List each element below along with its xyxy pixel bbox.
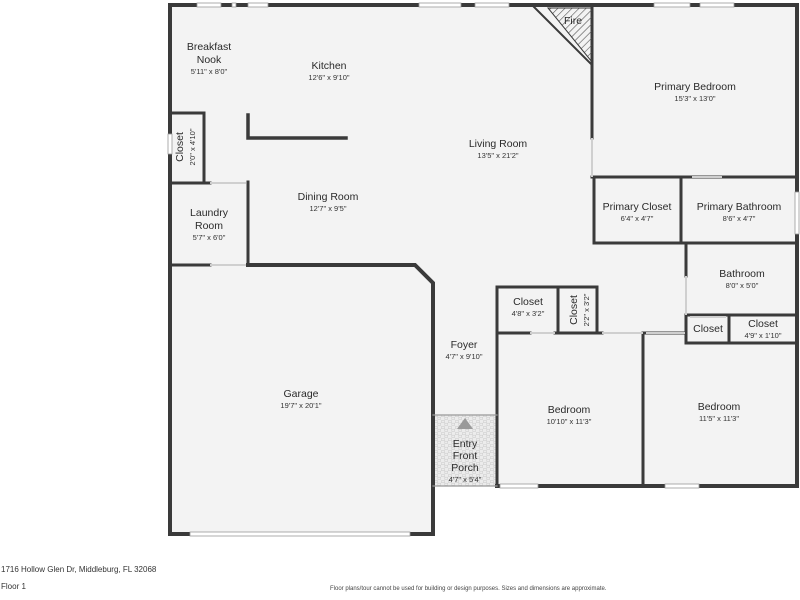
primary-closet-dims: 6'4" x 4'7" — [621, 214, 654, 223]
primary-bedroom-dims: 15'3" x 13'0" — [674, 94, 715, 103]
window — [474, 2, 510, 8]
primary-bedroom-name: Primary Bedroom — [654, 81, 736, 93]
disclaimer-text: Floor plans/tour cannot be used for buil… — [330, 586, 607, 592]
porch-dims: 4'7" x 5'4" — [449, 475, 482, 484]
window — [167, 133, 173, 155]
dining-room-dims: 12'7" x 9'5" — [310, 204, 347, 213]
window — [196, 2, 222, 8]
breakfast-nook-name: Breakfast — [187, 41, 231, 53]
foyer-name: Foyer — [451, 339, 478, 351]
closet-a-dims: 4'8" x 3'2" — [512, 309, 545, 318]
bathroom-name: Bathroom — [719, 268, 765, 280]
window — [247, 2, 269, 8]
bedroom-2-dims: 11'5" x 11'3" — [699, 414, 739, 423]
breakfast-nook-dims: 5'11" x 8'0" — [191, 67, 228, 76]
window — [189, 531, 411, 537]
primary-bathroom-name: Primary Bathroom — [697, 201, 782, 213]
window — [499, 483, 539, 489]
garage-wall-right — [246, 263, 435, 536]
kitchen-counter — [246, 113, 348, 140]
room-labels: Breakfast Nook 5'11" x 8'0" Kitchen 12'6… — [174, 15, 782, 484]
bedroom-1-name: Bedroom — [548, 404, 591, 416]
foyer-dims: 4'7" x 9'10" — [446, 352, 483, 361]
window — [231, 2, 237, 8]
closet-left-dims: 2'0" x 4'10" — [188, 128, 197, 165]
closet-b-name: Closet — [568, 295, 580, 325]
window — [653, 2, 691, 8]
closet-d-name: Closet — [748, 318, 778, 330]
fireplace — [546, 7, 593, 64]
openings — [210, 138, 726, 334]
kitchen-dims: 12'6" x 9'10" — [308, 73, 349, 82]
porch-name: Front — [453, 450, 478, 462]
garage-dims: 19'7" x 20'1" — [280, 401, 321, 410]
windows — [167, 2, 800, 537]
bedroom-1-dims: 10'10" x 11'3" — [547, 417, 592, 426]
closet-d-dims: 4'9" x 1'10" — [745, 331, 782, 340]
closet-left-name: Closet — [174, 132, 186, 162]
fire-label: Fire — [564, 15, 582, 27]
primary-bathroom-dims: 8'6" x 4'7" — [723, 214, 756, 223]
property-address: 1716 Hollow Glen Dr, Middleburg, FL 3206… — [1, 565, 157, 574]
laundry-room-name: Room — [195, 220, 223, 232]
laundry-room-name: Laundry — [190, 207, 229, 219]
dining-room-name: Dining Room — [298, 191, 359, 203]
window — [418, 2, 462, 8]
window — [664, 483, 700, 489]
laundry-room-dims: 5'7" x 6'0" — [193, 233, 226, 242]
window — [699, 2, 735, 8]
closet-left-wall — [170, 111, 206, 185]
closet-c-name: Closet — [693, 323, 723, 335]
window — [794, 191, 800, 235]
porch-name: Entry — [453, 438, 478, 450]
bedroom-2-name: Bedroom — [698, 401, 741, 413]
fireplace-wall — [530, 3, 594, 67]
closet-b-dims: 2'2" x 3'2" — [582, 293, 591, 326]
entry-arrow-icon — [457, 418, 473, 429]
breakfast-nook-name: Nook — [197, 54, 222, 66]
living-room-name: Living Room — [469, 138, 528, 150]
bathroom-dims: 8'0" x 5'0" — [726, 281, 759, 290]
floor-label: Floor 1 — [1, 582, 26, 591]
primary-closet-name: Primary Closet — [603, 201, 672, 213]
living-room-dims: 13'5" x 21'2" — [477, 151, 518, 160]
garage-name: Garage — [283, 388, 318, 400]
closet-a-name: Closet — [513, 296, 543, 308]
kitchen-name: Kitchen — [311, 60, 346, 72]
porch-name: Porch — [451, 462, 479, 474]
